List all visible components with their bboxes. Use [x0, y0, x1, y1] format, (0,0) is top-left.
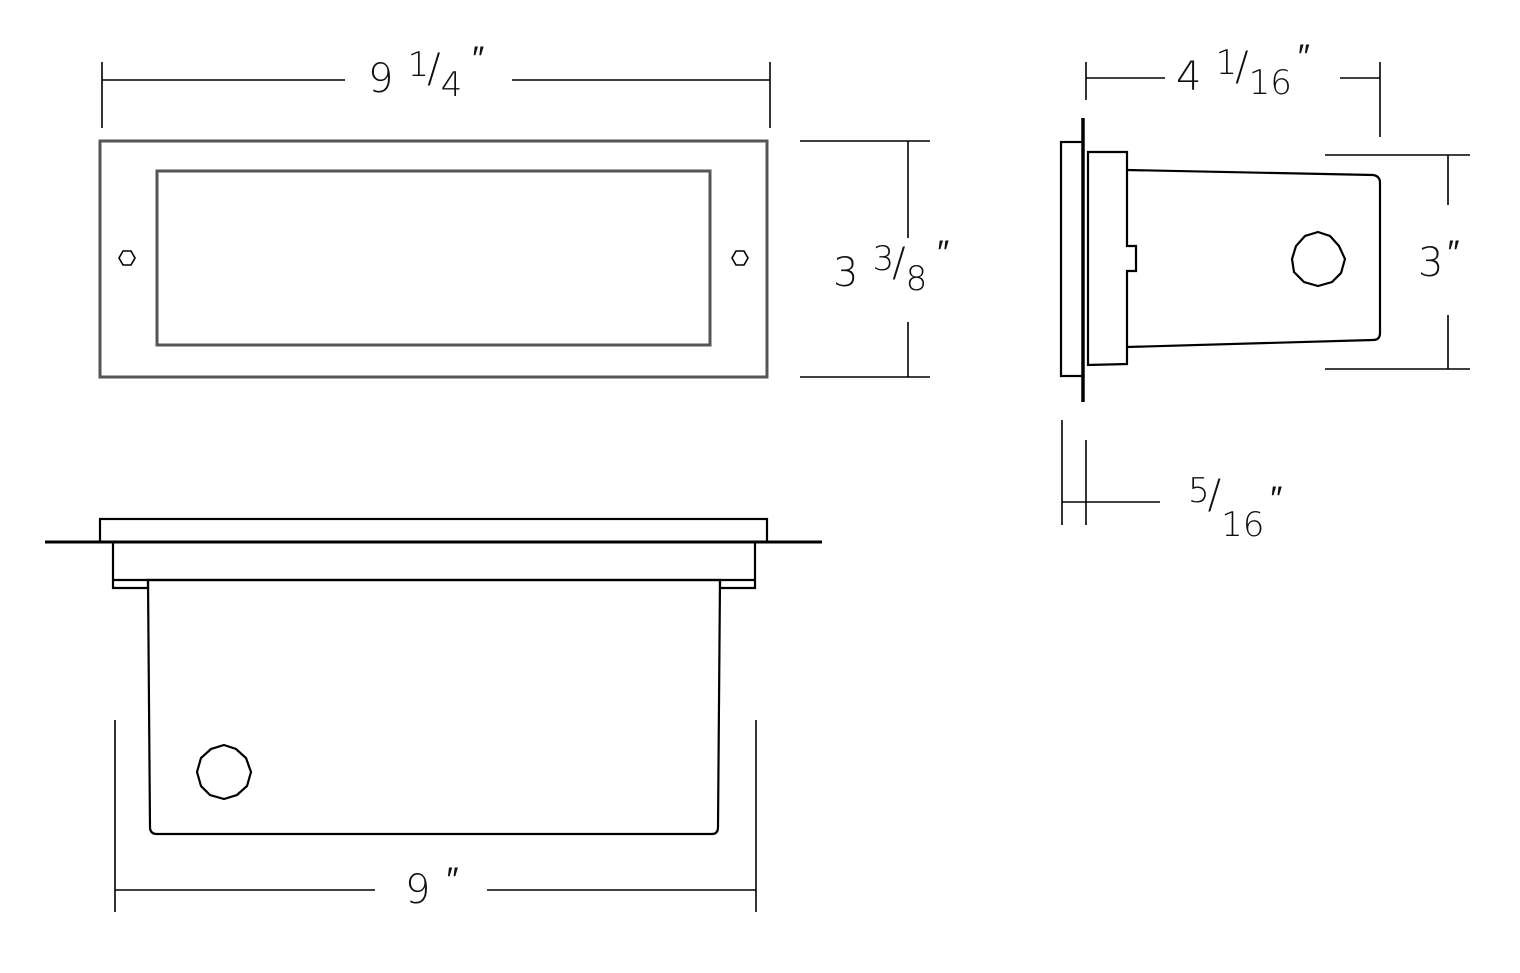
dim-whole: 4	[1176, 54, 1201, 100]
dim-unit: ″	[1270, 479, 1282, 519]
dimension-bottom-width: 9″	[114, 720, 757, 913]
trim-plate	[1059, 140, 1085, 378]
svg-text:91/4″: 91/4″	[368, 39, 484, 105]
svg-text:5/16″: 5/16″	[1188, 471, 1282, 545]
dim-num: 5	[1188, 471, 1210, 511]
dimension-side-height: 3″	[1325, 154, 1470, 370]
elevation-view	[45, 517, 822, 836]
dim-num: 1	[1215, 43, 1237, 83]
dim-unit: ″	[1447, 233, 1459, 273]
lens-window	[155, 169, 712, 347]
side-view	[1059, 118, 1382, 402]
faceplate-edge	[98, 517, 769, 544]
dim-whole: 3	[1418, 240, 1443, 286]
dim-unit: ″	[446, 860, 458, 900]
svg-text:33/8″: 33/8″	[833, 233, 949, 299]
front-view	[98, 139, 769, 379]
knockout-icon	[1290, 230, 1347, 288]
screw-right-icon	[731, 250, 749, 266]
dim-whole: 3	[833, 250, 858, 296]
svg-text:41/16″: 41/16″	[1176, 37, 1310, 103]
flange	[1086, 150, 1138, 367]
dim-num: 1	[407, 45, 429, 85]
housing-body	[146, 579, 722, 836]
dim-den: 16	[1221, 505, 1264, 545]
dimension-trim-thickness: 5/16″	[1061, 420, 1282, 545]
dim-den: 16	[1249, 63, 1292, 103]
dim-den: 4	[441, 65, 463, 105]
svg-text:3″: 3″	[1418, 233, 1460, 286]
faceplate-outline	[98, 139, 769, 379]
dim-whole: 9	[405, 867, 430, 913]
dim-den: 8	[906, 259, 928, 299]
dim-unit: ″	[937, 233, 949, 273]
dim-unit: ″	[472, 39, 484, 79]
screw-left-icon	[118, 250, 136, 266]
dim-whole: 9	[368, 56, 393, 102]
dim-unit: ″	[1298, 37, 1310, 77]
dim-num: 3	[872, 239, 894, 279]
svg-text:9″: 9″	[405, 860, 459, 913]
knockout-icon	[195, 743, 253, 801]
housing-body	[1126, 168, 1382, 349]
